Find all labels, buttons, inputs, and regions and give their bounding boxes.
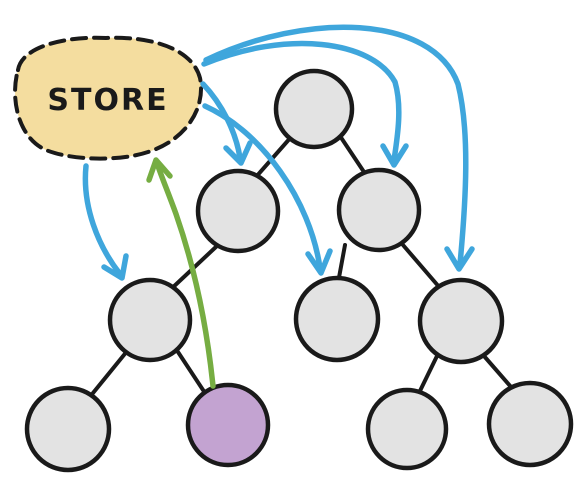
arrowhead-left-node xyxy=(223,140,253,166)
arrow-store-to-mid-node xyxy=(202,103,323,271)
arrow-active-node-to-store xyxy=(155,163,216,389)
edge-right-rightright xyxy=(401,243,442,290)
arrow-store-to-far-node xyxy=(203,24,469,267)
arrow-store-to-right-node xyxy=(201,40,402,163)
arrowhead-mid-node xyxy=(305,248,333,276)
node-root xyxy=(273,68,355,150)
edge-leftleft-leaf1 xyxy=(91,348,130,395)
node-leaf-active xyxy=(185,382,271,468)
node-level1-right xyxy=(336,167,422,253)
arrowhead-right-node xyxy=(380,143,409,168)
store-label: STORE xyxy=(47,83,168,118)
node-level2-a xyxy=(107,277,193,363)
arrowhead-far-node xyxy=(444,246,475,272)
node-level1-left xyxy=(195,168,281,254)
store: STORE xyxy=(13,35,203,161)
node-leaf-1 xyxy=(24,385,112,473)
node-level2-c xyxy=(417,277,505,365)
edge-rightright-leaf3 xyxy=(416,354,439,397)
arrowhead-store xyxy=(146,157,173,183)
arrow-store-to-lower-left-node xyxy=(82,163,123,277)
node-leaf-4 xyxy=(486,380,574,468)
arrowhead-lower-left-node xyxy=(101,253,129,281)
node-to-store-arrows xyxy=(146,157,216,389)
store-to-node-arrows xyxy=(82,24,475,281)
edge-root-left xyxy=(253,134,294,180)
node-level2-b xyxy=(293,275,381,363)
tree-nodes xyxy=(24,68,574,473)
edge-leftleft-leaf2 xyxy=(176,350,207,395)
node-leaf-3 xyxy=(365,387,449,471)
store-blob xyxy=(13,35,203,161)
